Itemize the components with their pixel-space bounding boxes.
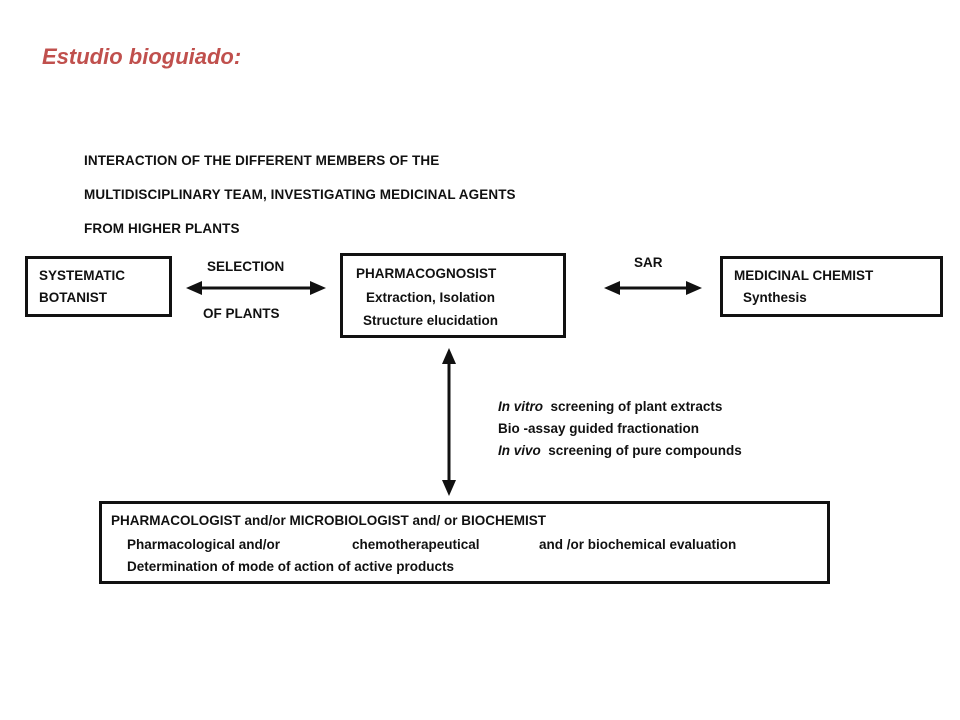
pharmacologist-line-2c: and /or biochemical evaluation — [539, 537, 737, 552]
heading-line-2: MULTIDISCIPLINARY TEAM, INVESTIGATING ME… — [84, 187, 516, 202]
screening-line-3: In vivo screening of pure compounds — [498, 440, 742, 462]
diagram-heading: INTERACTION OF THE DIFFERENT MEMBERS OF … — [84, 144, 516, 246]
selection-label: SELECTION — [207, 259, 285, 274]
heading-line-3: FROM HIGHER PLANTS — [84, 221, 240, 236]
pharmacologist-line-2a: Pharmacological and/or — [127, 537, 281, 552]
screening-text: In vitro screening of plant extracts Bio… — [498, 396, 742, 462]
pharmacognosist-box: PHARMACOGNOSIST Extraction, Isolation St… — [340, 253, 566, 338]
selection-arrow — [186, 281, 326, 295]
vertical-arrow — [442, 348, 456, 496]
systematic-botanist-box: SYSTEMATIC BOTANIST — [25, 256, 172, 317]
pharmacognosist-line-1: Extraction, Isolation — [366, 290, 496, 305]
slide-title: Estudio bioguiado: — [42, 44, 242, 69]
in-vivo-text: screening of pure compounds — [548, 443, 742, 458]
pharmacologist-title: PHARMACOLOGIST and/or MICROBIOLOGIST and… — [111, 513, 546, 528]
pharmacologist-line-3: Determination of mode of action of activ… — [127, 559, 455, 574]
heading-line-1: INTERACTION OF THE DIFFERENT MEMBERS OF … — [84, 153, 440, 168]
screening-line-2: Bio -assay guided fractionation — [498, 421, 700, 436]
pharmacognosist-line-2: Structure elucidation — [363, 313, 499, 328]
of-plants-label: OF PLANTS — [203, 306, 280, 321]
screening-line-1: In vitro screening of plant extracts — [498, 396, 742, 418]
pharmacologist-box: PHARMACOLOGIST and/or MICROBIOLOGIST and… — [99, 501, 830, 584]
pharmacognosist-title: PHARMACOGNOSIST — [356, 266, 497, 281]
botanist-line-2: BOTANIST — [39, 290, 107, 305]
chemist-line-1: Synthesis — [743, 290, 807, 305]
in-vivo-label: In vivo — [498, 443, 541, 458]
pharmacologist-line-2b: chemotherapeutical — [352, 537, 480, 552]
sar-arrow — [604, 281, 702, 295]
chemist-title: MEDICINAL CHEMIST — [734, 268, 874, 283]
medicinal-chemist-box: MEDICINAL CHEMIST Synthesis — [720, 256, 943, 317]
in-vitro-text: screening of plant extracts — [550, 399, 723, 414]
in-vitro-label: In vitro — [498, 399, 544, 414]
botanist-line-1: SYSTEMATIC — [39, 268, 126, 283]
sar-label: SAR — [634, 255, 663, 270]
